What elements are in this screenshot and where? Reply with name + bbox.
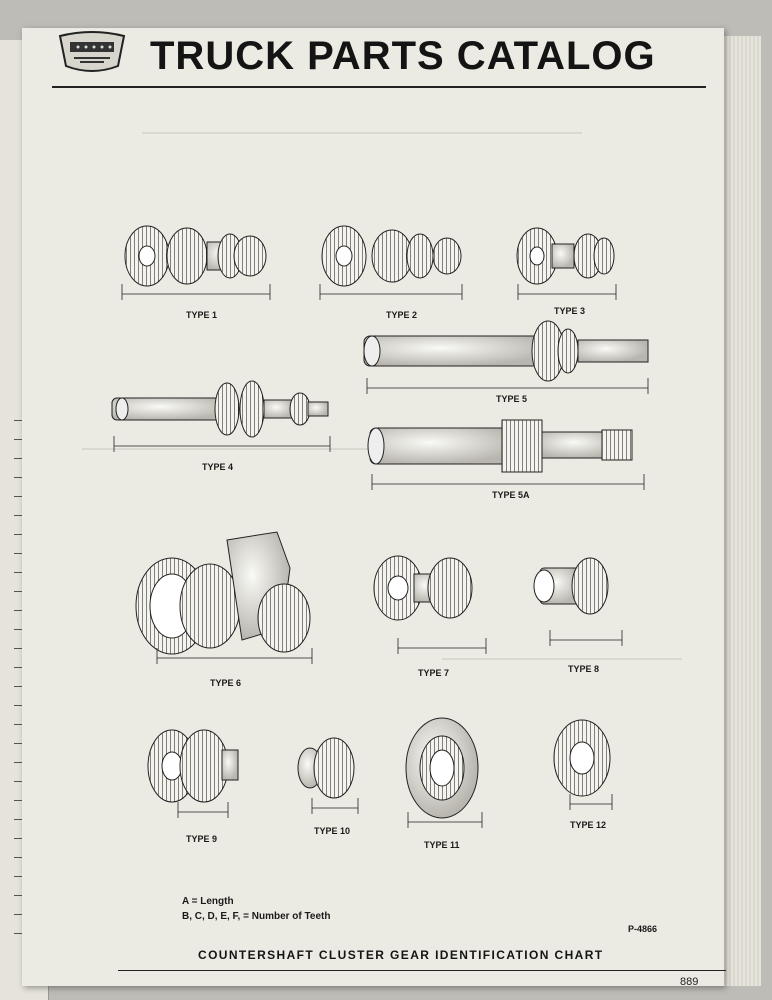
type-11-gear [405,717,479,819]
bleed-through [442,658,682,660]
type-2-label: TYPE 2 [386,310,418,320]
page-title: TRUCK PARTS CATALOG [150,34,656,78]
dimension-lines [113,284,649,828]
bleed-through [142,132,582,134]
type-4-label: TYPE 4 [202,462,234,472]
catalog-page: TRUCK PARTS CATALOG [22,28,726,988]
type-8-label: TYPE 8 [568,664,600,674]
type-12-label: TYPE 12 [570,820,607,830]
type-7-label: TYPE 7 [418,668,450,678]
type-5-shaft [363,320,649,382]
type-5a-label: TYPE 5A [492,490,530,500]
bleed-through [82,448,382,450]
footer-rule [118,970,726,971]
legend: A = Length B, C, D, E, F, = Number of Te… [182,894,330,924]
legend-teeth: B, C, D, E, F, = Number of Teeth [182,911,331,922]
type-5a-shaft [367,419,633,473]
type-9-label: TYPE 9 [186,834,218,844]
type-12-gear [553,719,611,797]
type-1-label: TYPE 1 [186,310,218,320]
legend-length: A = Length [182,896,234,907]
type-6-gear [135,531,311,655]
type-4-shaft [111,380,329,438]
type-3-label: TYPE 3 [554,306,586,316]
type-5-label: TYPE 5 [496,394,528,404]
page-number: 889 [680,976,699,988]
type-10-label: TYPE 10 [314,826,351,836]
title-rule [52,86,706,88]
gear-illustrations [111,225,649,828]
type-11-label: TYPE 11 [424,840,460,850]
type-10-gear [297,737,355,799]
type-3-gear [516,227,615,285]
type-2-gear [321,225,462,287]
type-6-label: TYPE 6 [210,678,242,688]
type-7-gear [373,555,473,621]
type-1-gear [124,225,267,287]
type-9-gear [147,729,239,803]
chart-title: COUNTERSHAFT CLUSTER GEAR IDENTIFICATION… [198,948,604,962]
type-8-gear [533,557,609,615]
emblem-logo [58,31,126,72]
figure-number: P-4866 [628,924,658,934]
